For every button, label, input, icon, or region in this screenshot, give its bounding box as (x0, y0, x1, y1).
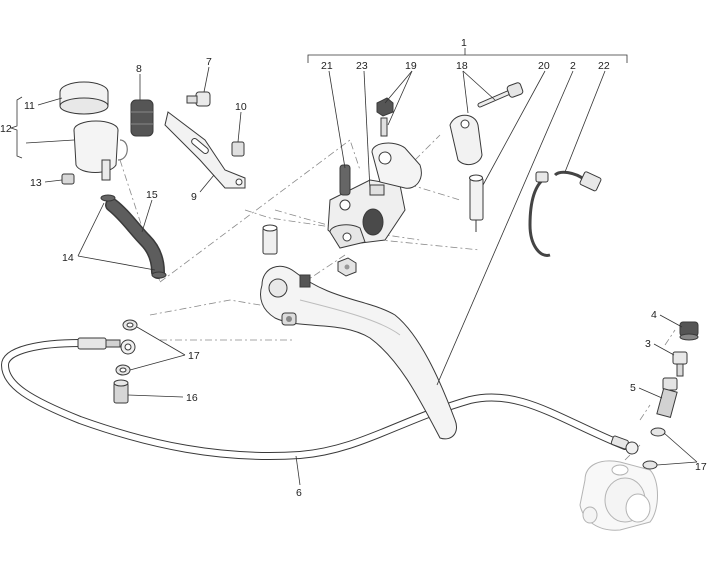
lever-pivot-spacer (262, 224, 278, 255)
slave-cylinder (579, 460, 658, 531)
label-16: 16 (186, 392, 198, 404)
bleed-valve (376, 97, 394, 137)
label-5: 5 (630, 382, 636, 394)
washer (231, 141, 245, 157)
label-11: 11 (24, 100, 35, 112)
clutch-switch (528, 170, 602, 257)
hose-clamps (100, 194, 167, 279)
label-14: 14 (62, 252, 74, 264)
label-2: 2 (570, 60, 576, 72)
leader-lines (9, 48, 698, 486)
reservoir-bracket (164, 111, 246, 189)
push-rod (469, 174, 484, 232)
label-12: 12 (0, 123, 12, 135)
reservoir-hose (105, 198, 165, 279)
label-13: 13 (30, 177, 42, 189)
label-6: 6 (296, 487, 302, 499)
label-9: 9 (191, 191, 197, 203)
label-15: 15 (146, 189, 158, 201)
clutch-hose (0, 337, 639, 460)
label-17-left: 17 (188, 350, 200, 362)
label-3: 3 (645, 338, 651, 350)
label-23: 23 (356, 60, 368, 72)
label-4: 4 (651, 309, 657, 321)
label-10: 10 (235, 101, 247, 113)
label-21: 21 (321, 60, 333, 72)
label-18: 18 (456, 60, 468, 72)
label-7: 7 (206, 56, 212, 68)
label-22: 22 (598, 60, 610, 72)
label-1: 1 (461, 37, 467, 49)
label-8: 8 (136, 63, 142, 75)
copper-washers-left (115, 319, 138, 376)
label-20: 20 (538, 60, 550, 72)
copper-washers-right (642, 427, 666, 470)
clutch-lever (260, 265, 457, 440)
master-cylinder-body (327, 142, 422, 249)
banjo-bolt (113, 379, 129, 404)
callout-labels: 1 21 23 19 18 20 2 22 8 7 10 11 12 13 9 … (0, 37, 707, 499)
handlebar-clamp (449, 82, 524, 166)
bleeder-screw (672, 351, 688, 377)
bleeder-cap (679, 321, 699, 341)
label-19: 19 (405, 60, 417, 72)
fluid-reservoir (59, 81, 128, 185)
slave-banjo-bolt (656, 377, 678, 418)
label-17-right: 17 (695, 461, 707, 473)
bracket-screw (186, 91, 211, 107)
reservoir-boot (130, 99, 154, 137)
